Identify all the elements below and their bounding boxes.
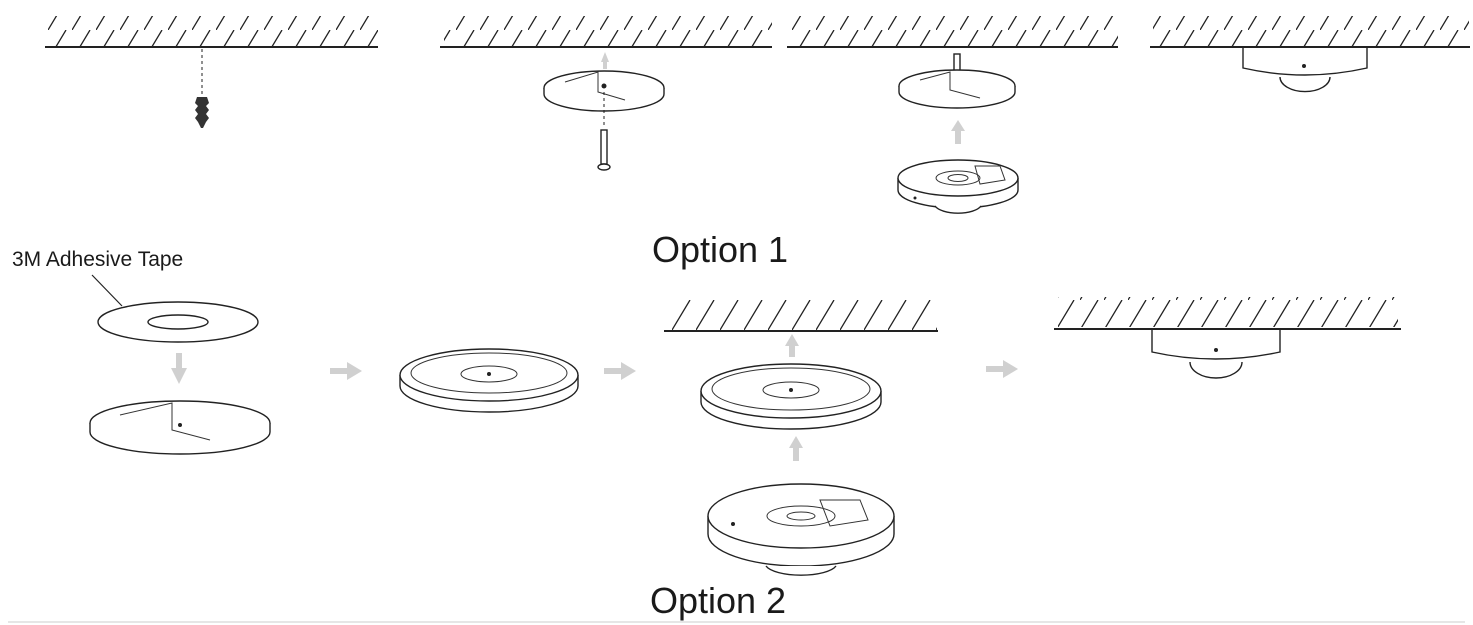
wall-anchor-icon: [195, 49, 209, 128]
mounted-plate-icon: [898, 53, 1016, 109]
step2-ceiling: [440, 16, 772, 48]
dome-camera-icon: [1242, 48, 1368, 93]
plate-with-tape-icon: [399, 348, 579, 413]
screw-icon: [597, 92, 611, 171]
step-arrow-right-icon: [330, 362, 362, 380]
option2-label: Option 2: [650, 580, 786, 621]
step4-ceiling: [1150, 16, 1470, 48]
camera-base-icon: [707, 483, 895, 576]
step1-ceiling: [45, 16, 378, 48]
step-arrow-up-icon: [951, 120, 965, 144]
step-arrow-right-icon: [986, 360, 1018, 378]
dome-camera-icon: [1151, 330, 1281, 379]
step3-ceiling: [787, 16, 1118, 48]
step-arrow-up-icon: [789, 436, 803, 461]
mount-plate-icon: [89, 400, 271, 455]
step4b-ceiling: [1054, 297, 1401, 330]
tape-label: 3M Adhesive Tape: [12, 248, 183, 271]
plate-with-tape-icon: [700, 363, 882, 430]
tape-leader-line: [91, 274, 123, 307]
step3b-ceiling: [664, 300, 938, 332]
option1-label: Option 1: [652, 229, 788, 270]
adhesive-tape-icon: [97, 301, 259, 343]
step-arrow-up-icon: [785, 334, 799, 357]
camera-base-icon: [897, 159, 1019, 214]
step-arrow-right-icon: [604, 362, 636, 380]
step-arrow-down-icon: [171, 353, 187, 384]
mount-plate-icon: [543, 52, 665, 112]
